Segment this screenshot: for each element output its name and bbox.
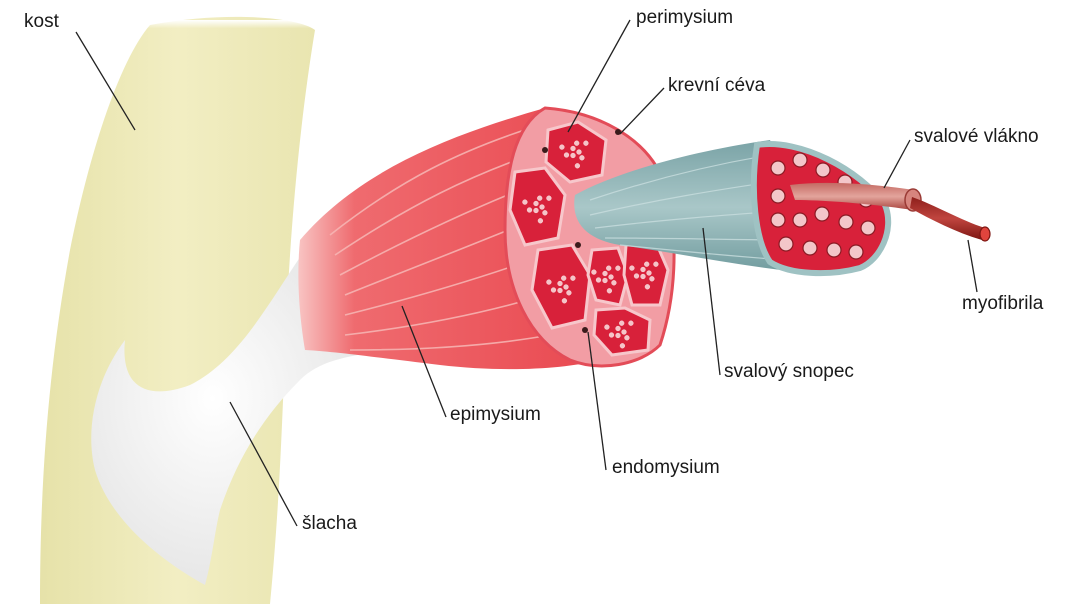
muscle-fiber-section (803, 241, 817, 255)
muscle-fiber-section (771, 161, 785, 175)
muscle-fiber-section (793, 153, 807, 167)
muscle-fiber-section (827, 243, 841, 257)
fiber-dot (584, 141, 589, 146)
muscle-fiber-section (771, 189, 785, 203)
fiber-dot (622, 330, 627, 335)
fiber-dot (634, 274, 639, 279)
leader-svalove-vlakno (884, 140, 910, 188)
fiber-dot (644, 262, 649, 267)
fiber-dot (558, 281, 563, 286)
fiber-dot (616, 266, 621, 271)
fiber-dot (547, 196, 552, 201)
muscle-fiber-section (849, 245, 863, 259)
label-slacha: šlacha (302, 514, 357, 533)
fiber-dot (619, 321, 624, 326)
fiber-dot (629, 321, 634, 326)
blood-vessel-icon (575, 242, 581, 248)
fiber-dot (577, 150, 582, 155)
fiber-dot (606, 266, 611, 271)
fiber-dot (654, 262, 659, 267)
leader-perimysium (568, 20, 630, 132)
fiber-dot (603, 271, 608, 276)
fiber-dot (523, 200, 528, 205)
fiber-dot (574, 141, 579, 146)
muscle-fiber-section (793, 213, 807, 227)
fiber-dot (534, 201, 539, 206)
fiber-dot (551, 288, 556, 293)
fiber-dot (580, 155, 585, 160)
fiber-dot (562, 298, 567, 303)
fiber-dot (612, 280, 617, 285)
myofibril (910, 197, 990, 241)
muscle-fiber-section (771, 213, 785, 227)
fiber-dot (603, 278, 608, 283)
blood-vessel-icon (582, 327, 588, 333)
fiber-dot (647, 271, 652, 276)
blood-vessel-icon (542, 147, 548, 153)
fiber-dot (538, 218, 543, 223)
muscle-fiber-section (815, 207, 829, 221)
leader-myofibrila (968, 240, 977, 292)
muscle-fiber-section (779, 237, 793, 251)
fiber-dot (567, 290, 572, 295)
fiber-dot (645, 284, 650, 289)
fiber-dot (558, 288, 563, 293)
fiber-dot (596, 278, 601, 283)
fiber-dot (540, 205, 545, 210)
fiber-dot (641, 274, 646, 279)
fascicle (588, 248, 628, 305)
label-svalove-vlakno: svalové vlákno (914, 127, 1039, 146)
fiber-dot (547, 280, 552, 285)
fiber-dot (625, 335, 630, 340)
fiber-dot (527, 208, 532, 213)
fiber-dot (534, 208, 539, 213)
fiber-dot (609, 275, 614, 280)
fiber-dot (575, 163, 580, 168)
fiber-dot (564, 153, 569, 158)
label-myofibrila: myofibrila (962, 294, 1043, 313)
fiber-dot (616, 333, 621, 338)
fiber-dot (650, 276, 655, 281)
fiber-dot (630, 266, 635, 271)
fiber-dot (616, 326, 621, 331)
fiber-dot (607, 288, 612, 293)
blood-vessel-icon (615, 129, 621, 135)
label-endomysium: endomysium (612, 458, 720, 477)
label-perimysium: perimysium (636, 8, 733, 27)
fiber-dot (560, 145, 565, 150)
fiber-dot (543, 210, 548, 215)
fiber-dot (571, 153, 576, 158)
fiber-dot (641, 267, 646, 272)
fiber-dot (564, 285, 569, 290)
label-kost: kost (24, 12, 59, 31)
fiber-dot (620, 343, 625, 348)
fiber-dot (571, 276, 576, 281)
fiber-dot (592, 270, 597, 275)
fiber-dot (609, 333, 614, 338)
label-svalovy-snopec: svalový snopec (724, 362, 854, 381)
leader-krevni-ceva (620, 88, 664, 134)
muscle-fiber-section (861, 221, 875, 235)
fiber-dot (561, 276, 566, 281)
label-epimysium: epimysium (450, 405, 541, 424)
label-krevni-ceva: krevní céva (668, 76, 765, 95)
muscle-fiber-section (839, 215, 853, 229)
fiber-dot (571, 146, 576, 151)
fiber-dot (537, 196, 542, 201)
fiber-dot (605, 325, 610, 330)
muscle-fiber-section (816, 163, 830, 177)
